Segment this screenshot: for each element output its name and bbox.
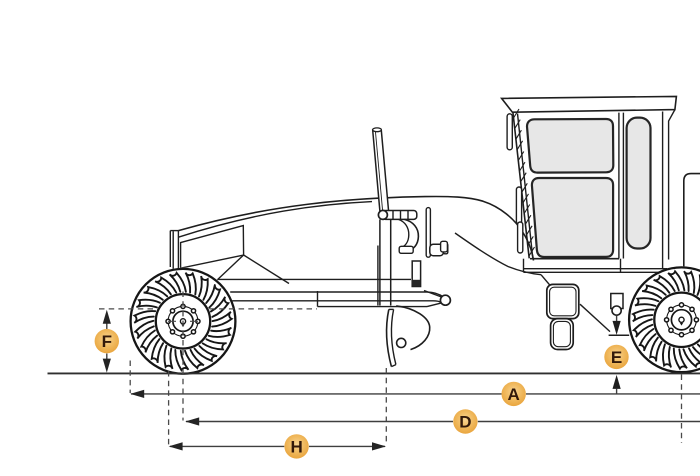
svg-text:A: A bbox=[508, 385, 520, 404]
svg-text:E: E bbox=[611, 348, 622, 367]
svg-text:H: H bbox=[290, 437, 302, 456]
svg-text:F: F bbox=[102, 332, 112, 351]
svg-text:D: D bbox=[459, 413, 471, 432]
